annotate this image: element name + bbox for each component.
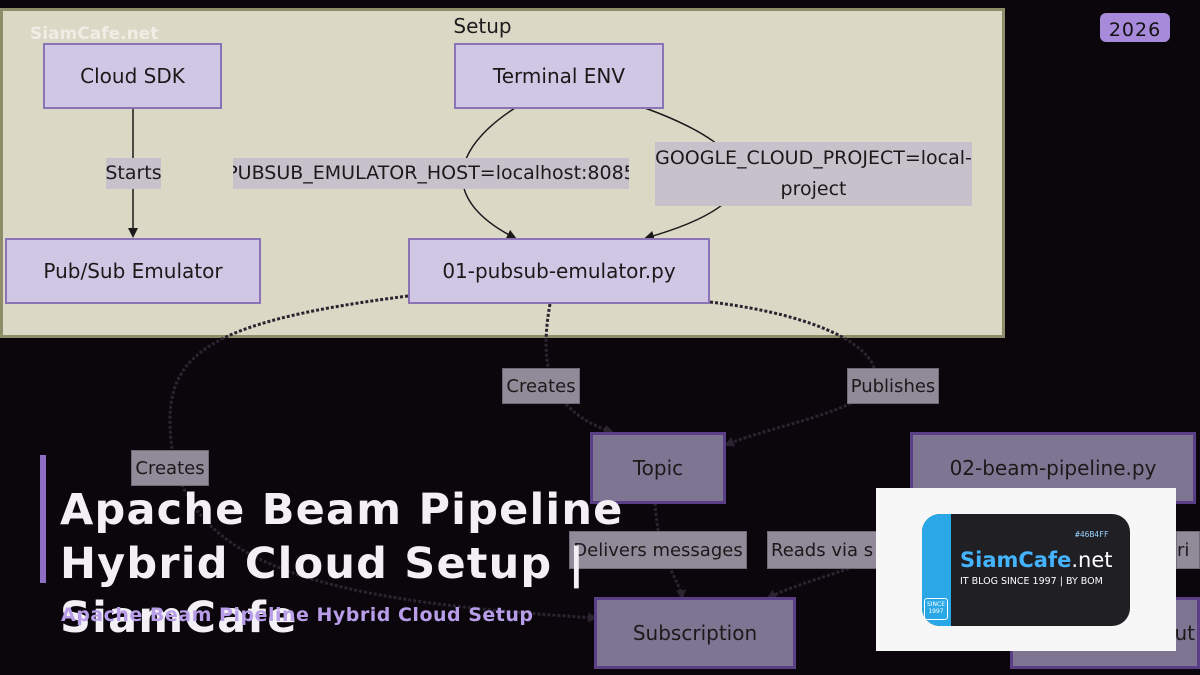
- edge-label-partial-right: ri: [1176, 531, 1200, 569]
- watermark: SiamCafe.net: [30, 24, 159, 44]
- setup-group-title: Setup: [453, 14, 512, 38]
- node-emulator-script: 01-pubsub-emulator.py: [408, 238, 710, 304]
- logo-name-prefix: SiamCafe: [960, 548, 1072, 572]
- logo-tagline: IT BLOG SINCE 1997 | BY BOM: [960, 576, 1103, 587]
- node-cloud-sdk: Cloud SDK: [43, 43, 222, 109]
- logo-accent-strip: [922, 514, 951, 626]
- logo-name: SiamCafe.net: [960, 548, 1112, 572]
- node-terminal-env: Terminal ENV: [454, 43, 664, 109]
- node-topic: Topic: [590, 432, 726, 504]
- edge-label-emulator-host: PUBSUB_EMULATOR_HOST=localhost:8085: [233, 158, 629, 189]
- logo-since-badge: SINCE 1997: [924, 598, 948, 620]
- year-badge: 2026: [1100, 13, 1170, 42]
- edge-label-reads-via: Reads via s: [767, 531, 881, 569]
- edge-label-publishes: Publishes: [847, 368, 939, 404]
- page-subtitle: Apache Beam Pipeline Hybrid Cloud Setup: [61, 604, 534, 626]
- node-pubsub-emulator: Pub/Sub Emulator: [5, 238, 261, 304]
- edge-label-creates-topic: Creates: [502, 368, 580, 404]
- logo-name-suffix: .net: [1071, 548, 1113, 572]
- title-accent-bar: [40, 455, 46, 583]
- edge-topic-subscription: [653, 502, 687, 600]
- logo-color-tag: #46B4FF: [1075, 530, 1109, 539]
- edge-label-cloud-project: GOOGLE_CLOUD_PROJECT=local-project: [655, 142, 972, 206]
- edge-label-starts: Starts: [106, 158, 161, 189]
- node-subscription: Subscription: [594, 597, 796, 669]
- logo-badge: [922, 514, 1130, 626]
- edge-script-publish: [709, 300, 877, 447]
- page-title: Apache Beam Pipeline Hybrid Cloud Setup …: [60, 485, 624, 643]
- edge-label-creates-subscription: Creates: [131, 450, 209, 486]
- edge-label-delivers: Delivers messages: [569, 531, 747, 569]
